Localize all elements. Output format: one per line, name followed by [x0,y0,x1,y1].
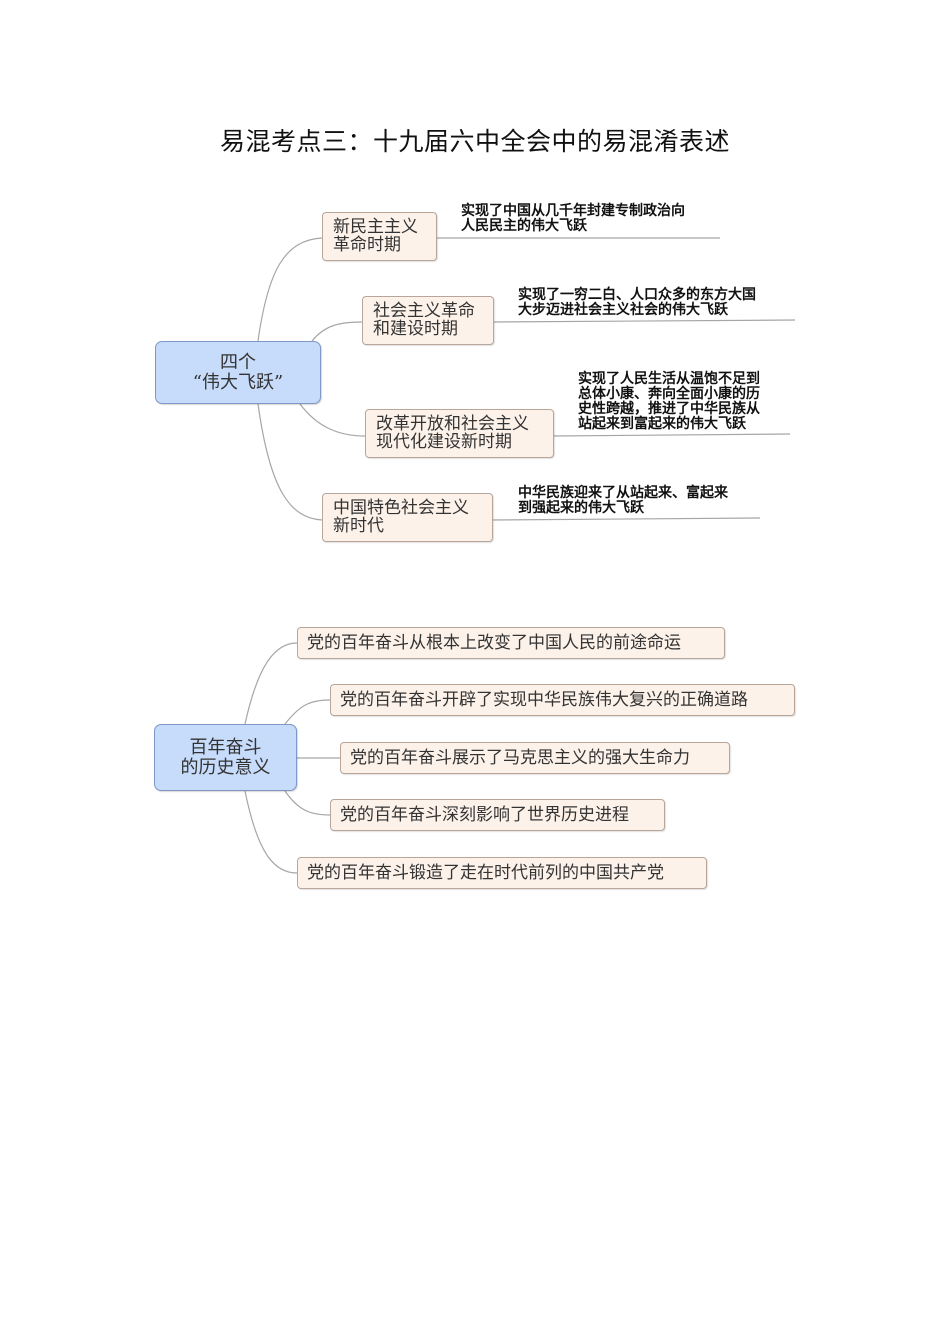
connector-9 [244,790,298,874]
branch-note-socialist-revolution: 实现了一穷二白、人口众多的东方大国 大步迈进社会主义社会的伟大飞跃 [518,287,756,318]
significance-item-3[interactable]: 党的百年奋斗展示了马克思主义的强大生命力 [340,742,730,774]
significance-item-1[interactable]: 党的百年奋斗从根本上改变了中国人民的前途命运 [297,627,725,659]
branch-node-socialist-revolution[interactable]: 社会主义革命 和建设时期 [362,296,494,345]
note-underline-3 [552,433,791,437]
significance-item-5[interactable]: 党的百年奋斗锻造了走在时代前列的中国共产党 [297,857,707,889]
connector-2 [311,321,363,342]
note-underline-2 [493,319,796,323]
connector-8 [284,790,331,816]
branch-node-reform-opening[interactable]: 改革开放和社会主义 现代化建设新时期 [365,409,554,458]
branch-note-new-era: 中华民族迎来了从站起来、富起来 到强起来的伟大飞跃 [518,485,728,516]
branch-note-new-democratic: 实现了中国从几千年封建专制政治向 人民民主的伟大飞跃 [461,203,685,234]
significance-item-2[interactable]: 党的百年奋斗开辟了实现中华民族伟大复兴的正确道路 [330,684,795,716]
branch-node-new-era[interactable]: 中国特色社会主义 新时代 [322,493,493,542]
significance-item-4[interactable]: 党的百年奋斗深刻影响了世界历史进程 [330,799,665,831]
page-title: 易混考点三：十九届六中全会中的易混淆表述 [219,127,730,156]
root-node-four-leaps[interactable]: 四个 “伟大飞跃” [155,341,321,404]
connector-6 [284,699,331,725]
connector-5 [244,642,298,725]
branch-node-new-democratic[interactable]: 新民主主义 革命时期 [322,212,437,261]
note-underline-4 [491,517,761,521]
root-node-century-struggle[interactable]: 百年奋斗 的历史意义 [154,724,297,791]
connector-3 [299,403,366,437]
branch-note-reform-opening: 实现了人民生活从温饱不足到 总体小康、奔向全面小康的历 史性跨越，推进了中华民族… [578,371,760,432]
connector-4 [257,403,323,521]
connector-1 [257,237,323,342]
